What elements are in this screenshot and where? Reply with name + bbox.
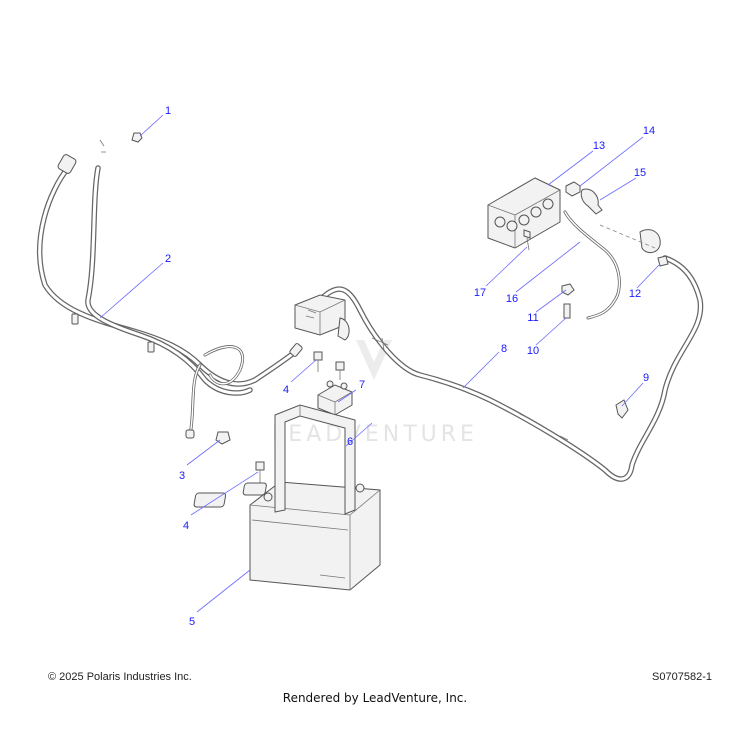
terminal-bolt[interactable]: [335, 361, 345, 380]
fuse-cover-14[interactable]: [565, 181, 581, 197]
watermark-text: LEADVENTURE: [272, 422, 478, 447]
leader-lines: [99, 114, 661, 613]
bolt-4a[interactable]: [313, 351, 323, 372]
callout-4b[interactable]: 4: [183, 520, 189, 532]
callouts: 1 2 3 4 4 5 6 7 8 9 10 11 12 13 14 15 16…: [165, 105, 655, 628]
callout-7[interactable]: 7: [359, 379, 365, 391]
clip-9[interactable]: [615, 399, 629, 419]
harness-main[interactable]: [317, 255, 704, 482]
watermark-logo: LEADVENTURE: [272, 340, 478, 447]
callout-17[interactable]: 17: [474, 287, 486, 299]
battery-hold-down[interactable]: [274, 404, 356, 515]
callout-14[interactable]: 14: [643, 125, 655, 137]
callout-16[interactable]: 16: [506, 293, 518, 305]
callout-13[interactable]: 13: [593, 140, 605, 152]
screw-17[interactable]: [523, 229, 531, 251]
nut-11[interactable]: [561, 283, 575, 296]
callout-10[interactable]: 10: [527, 345, 539, 357]
rendered-by-text: Rendered by LeadVenture, Inc.: [282, 691, 468, 705]
copyright-text: © 2025 Polaris Industries Inc.: [48, 671, 192, 683]
callout-9[interactable]: 9: [643, 372, 649, 384]
bolt-4b[interactable]: [255, 461, 265, 484]
callout-15[interactable]: 15: [634, 167, 646, 179]
callout-8[interactable]: 8: [501, 343, 507, 355]
connector-right[interactable]: [639, 229, 661, 253]
drawing-id: S0707582-1: [652, 671, 712, 683]
callout-3[interactable]: 3: [179, 470, 185, 482]
solenoid-7[interactable]: [317, 380, 353, 416]
callout-1[interactable]: 1: [165, 105, 171, 117]
fastener-1[interactable]: [131, 132, 143, 143]
callout-11[interactable]: 11: [527, 312, 538, 324]
dash-line-right: [599, 224, 656, 249]
bolt-3[interactable]: [215, 431, 231, 445]
nut-12[interactable]: [657, 255, 669, 267]
callout-2[interactable]: 2: [165, 253, 171, 265]
stud-10[interactable]: [563, 303, 571, 319]
callout-4a[interactable]: 4: [283, 384, 289, 396]
connector-15[interactable]: [580, 188, 603, 215]
relay-module[interactable]: [294, 294, 350, 341]
callout-12[interactable]: 12: [629, 288, 641, 300]
wire-16[interactable]: [563, 210, 621, 320]
harness-left[interactable]: [36, 139, 303, 439]
callout-6[interactable]: 6: [347, 436, 353, 448]
callout-5[interactable]: 5: [189, 616, 195, 628]
fuse-block[interactable]: [487, 177, 561, 249]
